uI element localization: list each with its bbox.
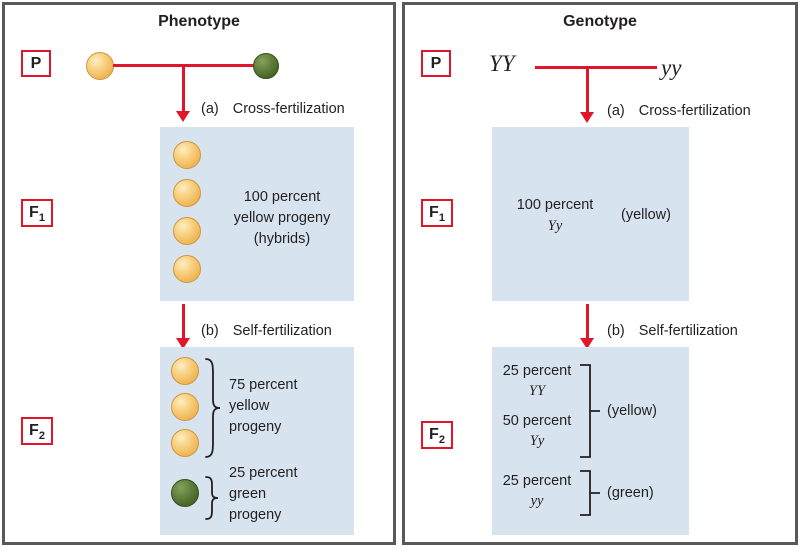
f1-generation-label: F1	[21, 199, 53, 227]
f2-yellow-result-text: 75 percent yellow progeny	[229, 377, 298, 435]
f2-generation-label: F2	[421, 421, 453, 449]
cross-line	[113, 64, 257, 67]
genotype-title: Genotype	[563, 13, 637, 30]
genotype-panel: Genotype P YY yy (a) Cross-fertilization…	[402, 2, 798, 545]
p-generation-label: P	[21, 50, 51, 77]
p-generation-label: P	[421, 50, 451, 77]
down-arrow-icon	[580, 67, 594, 123]
green-pea-icon	[171, 479, 199, 507]
self-fertilization-label: (b) Self-fertilization	[607, 323, 738, 339]
yellow-pea-icon	[171, 429, 199, 457]
parent2-genotype: yy	[661, 55, 682, 80]
self-fertilization-label: (b) Self-fertilization	[201, 323, 332, 339]
parent1-genotype: YY	[489, 51, 515, 76]
brace-icon	[203, 357, 221, 459]
bracket-icon	[579, 469, 601, 517]
cross-fertilization-label: (a) Cross-fertilization	[201, 101, 345, 117]
f2-green-phenotype-text: (green)	[607, 485, 654, 501]
yellow-pea-icon	[86, 52, 114, 80]
f2-group-heterozygous: 50 percent Yy	[502, 413, 572, 449]
f2-group-yy-dominant: 25 percent YY	[502, 363, 572, 399]
cross-fertilization-label: (a) Cross-fertilization	[607, 103, 751, 119]
down-arrow-icon	[176, 65, 190, 122]
bracket-icon	[579, 363, 601, 459]
brace-icon	[203, 475, 221, 521]
yellow-pea-icon	[173, 141, 201, 169]
yellow-pea-icon	[173, 255, 201, 283]
yellow-pea-icon	[171, 393, 199, 421]
green-pea-icon	[253, 53, 279, 79]
f2-yellow-phenotype-text: (yellow)	[607, 403, 657, 419]
phenotype-panel: Phenotype P (a) Cross-fertilization 100 …	[2, 2, 396, 545]
f2-group-yy-recessive: 25 percent yy	[502, 473, 572, 509]
f2-generation-label: F2	[21, 417, 53, 445]
down-arrow-icon	[580, 304, 594, 349]
cross-line	[535, 66, 657, 69]
f1-generation-label: F1	[421, 199, 453, 227]
down-arrow-icon	[176, 304, 190, 349]
f1-result-text: 100 percent Yy	[516, 197, 594, 234]
f1-genotype-box	[492, 127, 689, 301]
f2-green-result-text: 25 percent green progeny	[229, 465, 298, 523]
yellow-pea-icon	[173, 179, 201, 207]
f1-phenotype-text: (yellow)	[621, 207, 671, 223]
yellow-pea-icon	[173, 217, 201, 245]
phenotype-title: Phenotype	[158, 13, 240, 30]
f1-result-text: 100 percent yellow progeny (hybrids)	[233, 189, 331, 247]
yellow-pea-icon	[171, 357, 199, 385]
